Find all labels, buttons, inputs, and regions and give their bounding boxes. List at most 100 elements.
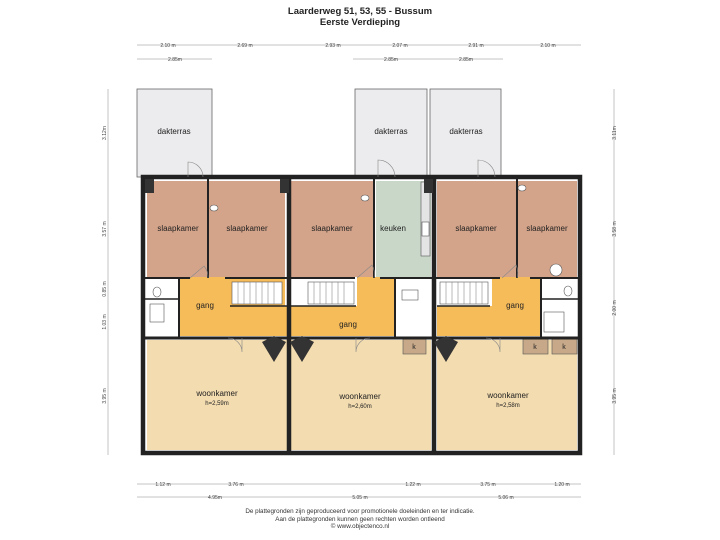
toilet-mid-area	[396, 280, 431, 336]
washbasin-mid-icon	[401, 289, 419, 301]
door-terrace-mid	[377, 159, 396, 178]
dim-top-2: 2.69 m	[237, 43, 252, 49]
label-slaapkamer-1: slaapkamer	[157, 224, 199, 233]
label-woonkamer-left: woonkamer	[195, 389, 238, 398]
walls	[140, 174, 583, 456]
label-woonkamer-mid: woonkamer	[338, 392, 381, 401]
dim-top-6: 2.10 m	[540, 43, 555, 49]
toilet-left-area	[147, 280, 178, 298]
disclaimer-line-1: De plattegronden zijn geproduceerd voor …	[245, 508, 475, 515]
label-gang-right: gang	[506, 301, 524, 310]
disclaimer: De plattegronden zijn geproduceerd voor …	[0, 508, 720, 531]
shower-right-tray-icon	[543, 311, 565, 333]
dim-bottom1-4: 3.75 m	[480, 482, 495, 488]
door-bed-3	[356, 264, 375, 279]
outer-wall	[140, 174, 583, 456]
stair-mid	[307, 281, 355, 305]
dim-top2-3: 2.85m	[459, 57, 473, 63]
chimney-3	[434, 336, 458, 362]
label-slaapkamer-3: slaapkamer	[311, 224, 353, 233]
door-bed-4	[501, 264, 519, 279]
door-living-2	[355, 337, 371, 353]
address-title: Laarderweg 51, 53, 55 - Bussum	[287, 6, 433, 17]
label-storage-mid: k	[412, 344, 416, 351]
dim-bottom2-3: 5.06 m	[498, 495, 513, 501]
toilet-right-icon	[563, 285, 573, 297]
slaapkamer-5-area	[518, 181, 577, 277]
dim-left-1: 3.12m	[102, 126, 108, 140]
label-storage-right-1: k	[533, 344, 537, 351]
stair-left	[231, 281, 283, 305]
slaapkamer-4-area	[437, 181, 516, 277]
label-gang-mid: gang	[339, 320, 357, 329]
kitchen-counter	[420, 181, 431, 257]
door-living-1	[227, 337, 243, 353]
dim-right-1: 3.11m	[612, 126, 618, 140]
label-slaapkamer-4: slaapkamer	[455, 224, 497, 233]
label-slaapkamer-2: slaapkamer	[226, 224, 268, 233]
slaapkamer-2-area	[209, 181, 285, 277]
chimney-2	[290, 336, 314, 362]
label-storage-right-2: k	[562, 344, 566, 351]
label-slaapkamer-5: slaapkamer	[526, 224, 568, 233]
dim-left-3: 0.85 m	[102, 281, 108, 296]
stair-treads	[237, 282, 483, 304]
label-dakterras-mid: dakterras	[374, 127, 407, 136]
dim-right-2: 3.58 m	[612, 221, 618, 236]
dim-top-3: 2.93 m	[325, 43, 340, 49]
dimension-lines	[107, 44, 615, 498]
right-dimensions: 3.11m 3.58 m 2.00 m 3.95 m	[612, 126, 618, 403]
disclaimer-line-2: Aan de plattegronden kunnen geen rechten…	[275, 515, 445, 523]
column-2	[280, 179, 289, 193]
door-terrace-left	[187, 161, 204, 178]
shower-right-icon	[549, 263, 563, 277]
label-height-right: h=2,58m	[496, 403, 520, 409]
disclaimer-website: © www.objectenco.nl	[330, 523, 390, 531]
sink-right-icon	[517, 184, 527, 192]
room-fills	[136, 88, 578, 450]
column-1	[145, 179, 154, 193]
dim-right-3: 2.00 m	[612, 300, 618, 315]
label-height-mid: h=2,60m	[348, 404, 372, 410]
column-markers	[145, 179, 458, 362]
plan-title: Laarderweg 51, 53, 55 - Bussum Eerste Ve…	[0, 6, 720, 28]
dim-top2-2: 2.85m	[384, 57, 398, 63]
label-dakterras-right: dakterras	[449, 127, 482, 136]
column-3	[424, 179, 433, 193]
kitchen-sink-icon	[421, 221, 430, 237]
dim-right-4: 3.95 m	[612, 388, 618, 403]
woonkamer-mid-area	[291, 340, 431, 450]
dim-top-4: 2.07 m	[392, 43, 407, 49]
toilet-left-icon	[152, 286, 162, 298]
stairs	[231, 281, 489, 305]
dim-bottom1-1: 1.12 m	[155, 482, 170, 488]
door-living-3	[485, 337, 501, 353]
shower-left-icon	[149, 303, 165, 323]
doors	[187, 159, 519, 353]
label-woonkamer-right: woonkamer	[486, 391, 529, 400]
dim-bottom2-2: 5.05 m	[352, 495, 367, 501]
floor-title: Eerste Verdieping	[319, 17, 401, 28]
dim-bottom1-2: 3.76 m	[228, 482, 243, 488]
dim-top-1: 2.10 m	[160, 43, 175, 49]
woonkamer-right-area	[437, 340, 577, 450]
door-bed-1	[189, 265, 209, 279]
dim-bottom2-1: 4.95m	[208, 495, 222, 501]
label-keuken: keuken	[380, 224, 406, 233]
label-gang-left: gang	[196, 301, 214, 310]
dakterras-left-area	[136, 88, 213, 178]
dim-bottom1-3: 1.22 m	[405, 482, 420, 488]
slaapkamer-3-area	[291, 181, 373, 277]
chimney-1	[262, 336, 286, 362]
slaapkamer-1-area	[147, 181, 207, 277]
door-terrace-right	[477, 159, 496, 178]
woonkamer-left-area	[147, 340, 287, 450]
sink-bedroom-icon	[209, 204, 219, 212]
dim-left-4: 1.03 m	[102, 314, 108, 329]
dim-bottom1-5: 1.20 m	[554, 482, 569, 488]
label-height-left: h=2,59m	[205, 401, 229, 407]
dim-left-5: 3.95 m	[102, 388, 108, 403]
left-dimensions: 3.12m 3.57 m 0.85 m 1.03 m 3.95 m	[102, 126, 108, 404]
room-labels: dakterras dakterras dakterras slaapkamer…	[157, 127, 568, 410]
bottom-dimensions: 1.12 m 3.76 m 1.22 m 3.75 m 1.20 m 4.95m…	[155, 482, 569, 501]
